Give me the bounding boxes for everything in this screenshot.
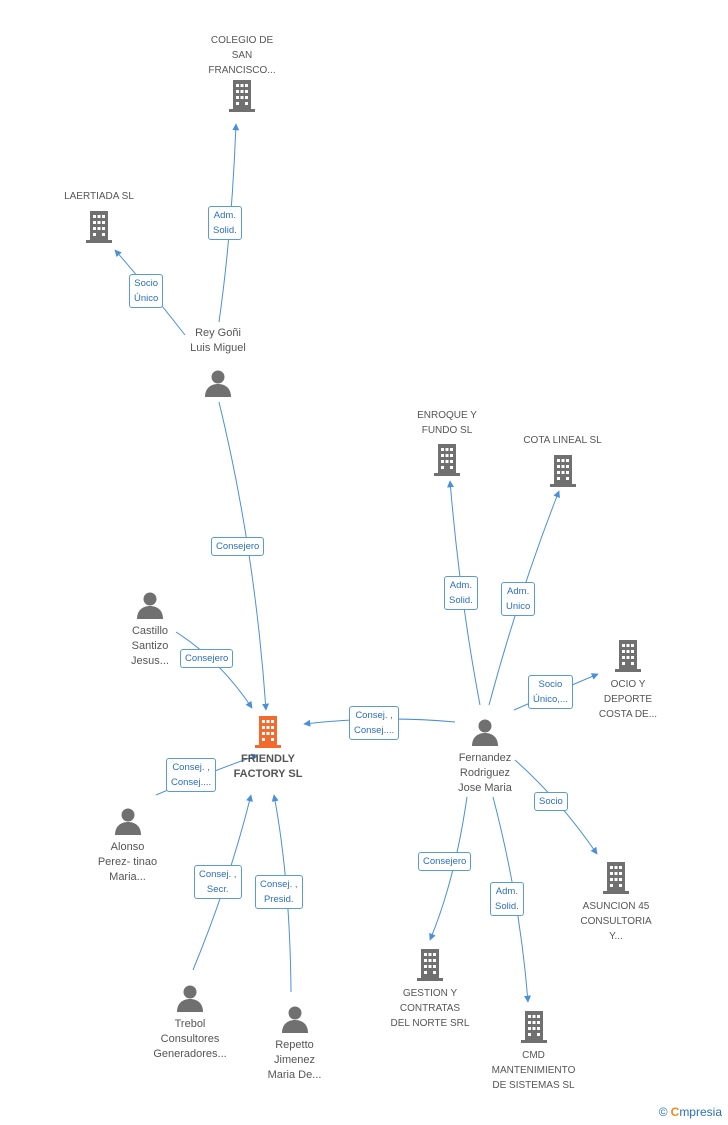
company-node-asuncion[interactable]: ASUNCION 45 CONSULTORIA Y... bbox=[566, 860, 666, 944]
building-icon bbox=[434, 444, 460, 476]
company-label: CMD MANTENIMIENTO DE SISTEMAS SL bbox=[491, 1050, 576, 1091]
person-label: Rey Goñi Luis Miguel bbox=[190, 327, 246, 354]
company-label: GESTION Y CONTRATAS DEL NORTE SRL bbox=[390, 988, 470, 1029]
person-node-rey[interactable]: Rey Goñi Luis Miguel bbox=[168, 326, 268, 398]
person-node-alonso[interactable]: Alonso Perez- tinao Maria... bbox=[80, 806, 175, 885]
company-label: COTA LINEAL SL bbox=[523, 435, 602, 446]
person-label: Alonso Perez- tinao Maria... bbox=[97, 841, 158, 883]
edge-fernandez-gestion bbox=[429, 796, 468, 941]
company-label: COLEGIO DE SAN FRANCISCO... bbox=[208, 35, 276, 76]
edge-label-rey-laertiada[interactable]: Socio Único bbox=[129, 274, 164, 308]
edge-label-trebol-friendly[interactable]: Consej. , Secr. bbox=[194, 865, 242, 899]
person-icon bbox=[281, 1006, 308, 1033]
person-label: Trebol Consultores Generadores... bbox=[153, 1018, 227, 1060]
edge-label-fernandez-gestion[interactable]: Consejero bbox=[418, 852, 472, 871]
edge-label-fernandez-asuncion[interactable]: Socio bbox=[534, 792, 568, 811]
person-icon bbox=[137, 592, 163, 619]
building-icon bbox=[549, 455, 576, 487]
building-icon bbox=[615, 640, 641, 672]
person-icon bbox=[205, 370, 231, 397]
company-label: OCIO Y DEPORTE COSTA DE... bbox=[598, 679, 658, 720]
company-node-ocio[interactable]: OCIO Y DEPORTE COSTA DE... bbox=[582, 638, 674, 722]
edge-label-fernandez-friendly[interactable]: Consej. , Consej.... bbox=[349, 706, 400, 740]
company-node-friendly[interactable]: FRIENDLY FACTORY SL bbox=[222, 714, 314, 782]
person-label: Repetto Jimenez Maria De... bbox=[267, 1039, 322, 1081]
brand-name: mpresia bbox=[679, 1105, 722, 1119]
building-icon bbox=[603, 862, 629, 894]
copyright-icon: © bbox=[658, 1105, 668, 1119]
edge-label-rey-friendly[interactable]: Consejero bbox=[211, 537, 265, 556]
edge-label-repetto-friendly[interactable]: Consej. , Presid. bbox=[255, 875, 303, 909]
company-node-cmd[interactable]: CMD MANTENIMIENTO DE SISTEMAS SL bbox=[476, 1009, 591, 1093]
edge-label-castillo-friendly[interactable]: Consejero bbox=[180, 649, 234, 668]
person-node-fernandez[interactable]: Fernandez Rodriguez Jose Maria bbox=[435, 717, 535, 796]
building-icon bbox=[417, 949, 443, 981]
person-node-repetto[interactable]: Repetto Jimenez Maria De... bbox=[247, 1004, 342, 1083]
company-node-colegio[interactable]: COLEGIO DE SAN FRANCISCO... bbox=[192, 33, 292, 112]
edge-label-fernandez-ocio[interactable]: Socio Único,... bbox=[528, 675, 573, 709]
edge-label-fernandez-enroque[interactable]: Adm. Solid. bbox=[444, 576, 478, 610]
building-icon bbox=[86, 211, 112, 243]
person-icon bbox=[177, 985, 203, 1012]
person-node-castillo[interactable]: Castillo Santizo Jesus... bbox=[110, 590, 190, 669]
company-label: ASUNCION 45 CONSULTORIA Y... bbox=[580, 901, 652, 942]
building-icon bbox=[520, 1011, 547, 1043]
company-node-laertiada[interactable]: LAERTIADA SL bbox=[44, 189, 154, 243]
company-label-focus: FRIENDLY FACTORY SL bbox=[233, 753, 303, 780]
edge-label-rey-colegio[interactable]: Adm. Solid. bbox=[208, 206, 242, 240]
company-node-gestion[interactable]: GESTION Y CONTRATAS DEL NORTE SRL bbox=[375, 947, 485, 1031]
person-label: Castillo Santizo Jesus... bbox=[131, 625, 169, 667]
edge-label-fernandez-cota[interactable]: Adm. Unico bbox=[501, 582, 536, 616]
building-icon-focus bbox=[255, 716, 281, 748]
company-node-enroque[interactable]: ENROQUE Y FUNDO SL bbox=[397, 408, 497, 476]
company-label: ENROQUE Y FUNDO SL bbox=[417, 410, 477, 436]
brand-initial: C bbox=[670, 1105, 680, 1119]
building-icon bbox=[229, 80, 255, 112]
company-label: LAERTIADA SL bbox=[64, 191, 134, 202]
person-icon bbox=[472, 719, 498, 746]
edge-label-alonso-friendly[interactable]: Consej. , Consej.... bbox=[166, 758, 217, 792]
person-node-trebol[interactable]: Trebol Consultores Generadores... bbox=[135, 983, 245, 1062]
person-label: Fernandez Rodriguez Jose Maria bbox=[458, 752, 512, 794]
brand-logo[interactable]: ©Cmpresia bbox=[659, 1105, 722, 1119]
person-icon bbox=[114, 808, 141, 835]
edge-label-fernandez-cmd[interactable]: Adm. Solid. bbox=[490, 882, 524, 916]
company-node-cota[interactable]: COTA LINEAL SL bbox=[505, 433, 620, 487]
